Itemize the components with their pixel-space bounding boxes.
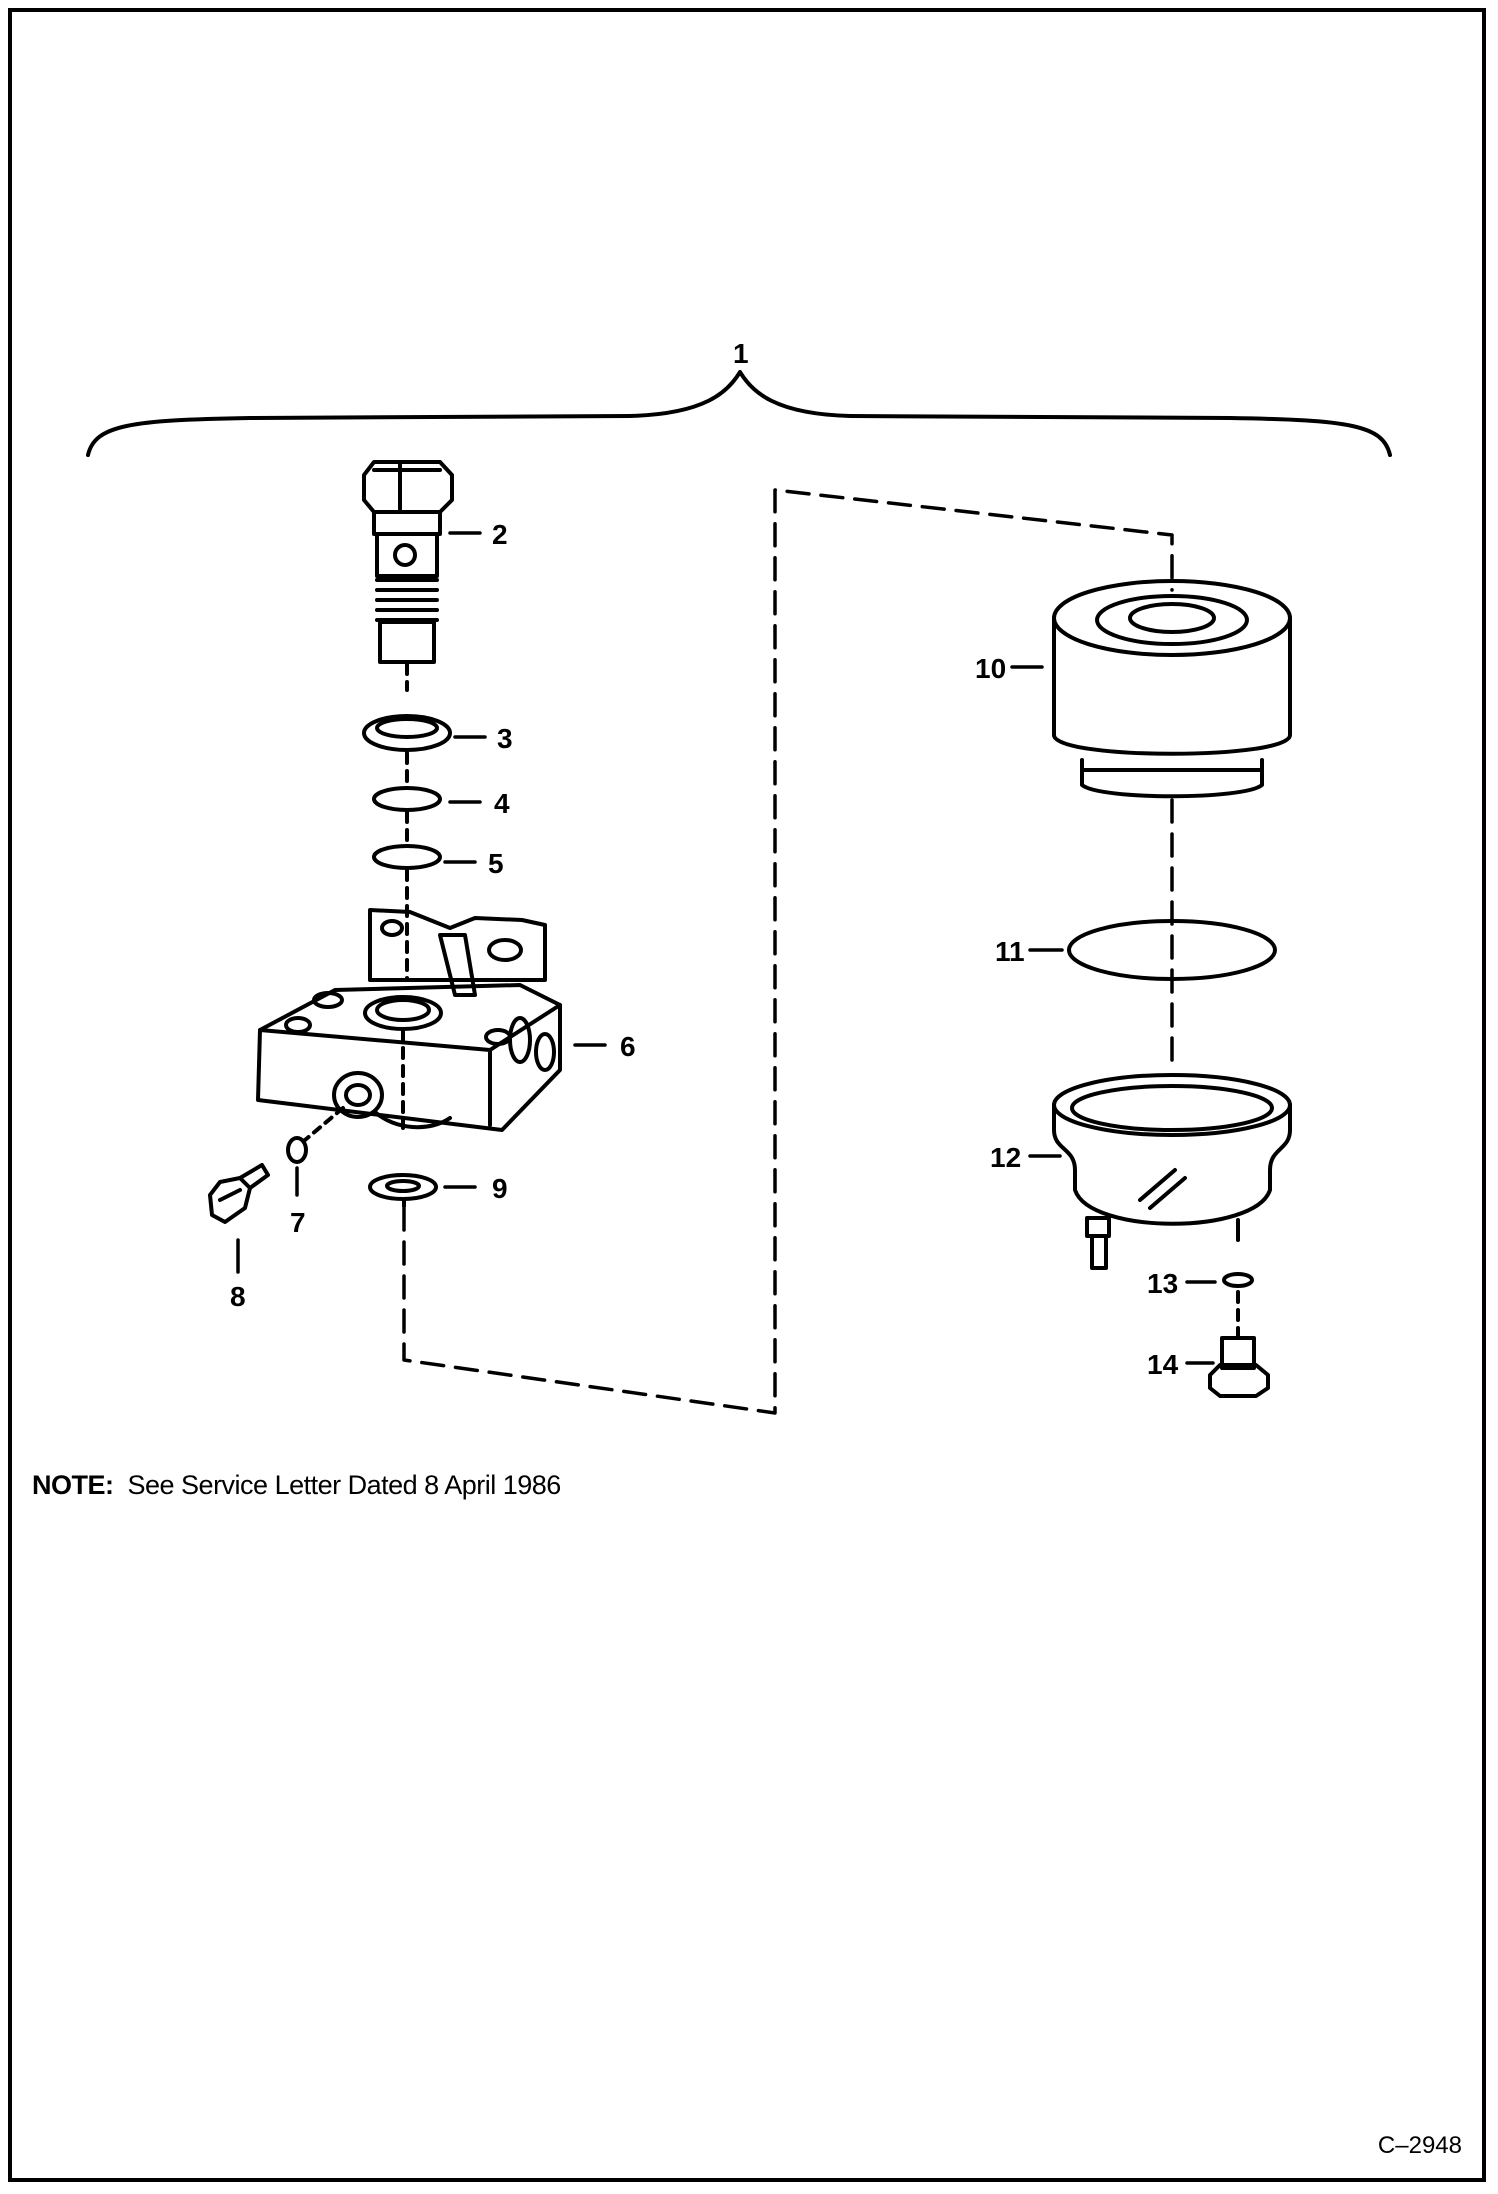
callout-6: 6: [620, 1031, 636, 1062]
seal-part: [286, 1136, 308, 1164]
washer-part: [368, 1173, 438, 1201]
seal-ring-part: [362, 714, 452, 785]
callout-4: 4: [494, 788, 510, 819]
service-note: NOTE: See Service Letter Dated 8 April 19…: [32, 1470, 561, 1501]
callout-5: 5: [488, 848, 504, 879]
o-ring-part: [372, 844, 442, 870]
flow-dashed-line: [402, 488, 1174, 1415]
drain-plug-part: [1208, 1336, 1270, 1398]
page-border: [8, 8, 1486, 2182]
callout-1: 1: [733, 338, 749, 369]
figure-reference: C–2948: [1377, 2132, 1462, 2159]
leader-lines: [236, 531, 1217, 1365]
callout-7: 7: [290, 1207, 306, 1238]
note-text: See Service Letter Dated 8 April 1986: [127, 1470, 562, 1500]
relief-valve-part: [362, 460, 454, 692]
washer-part: [1222, 1272, 1254, 1288]
callout-8: 8: [230, 1281, 246, 1312]
o-ring-part: [1067, 919, 1277, 981]
plug-part: [208, 1163, 270, 1224]
callout-12: 12: [990, 1142, 1021, 1173]
bowl-part: [1052, 1073, 1292, 1270]
callout-10: 10: [975, 653, 1006, 684]
note-label: NOTE:: [32, 1470, 114, 1500]
callout-3: 3: [497, 723, 513, 754]
filter-element-part: [1052, 579, 1292, 799]
callout-14: 14: [1147, 1349, 1179, 1380]
group-brace: [86, 370, 1392, 457]
callout-13: 13: [1147, 1268, 1178, 1299]
callout-11: 11: [995, 936, 1025, 967]
callout-9: 9: [492, 1173, 508, 1204]
filter-head-part: [256, 908, 562, 1142]
o-ring-part: [372, 786, 442, 812]
callout-2: 2: [492, 519, 508, 550]
